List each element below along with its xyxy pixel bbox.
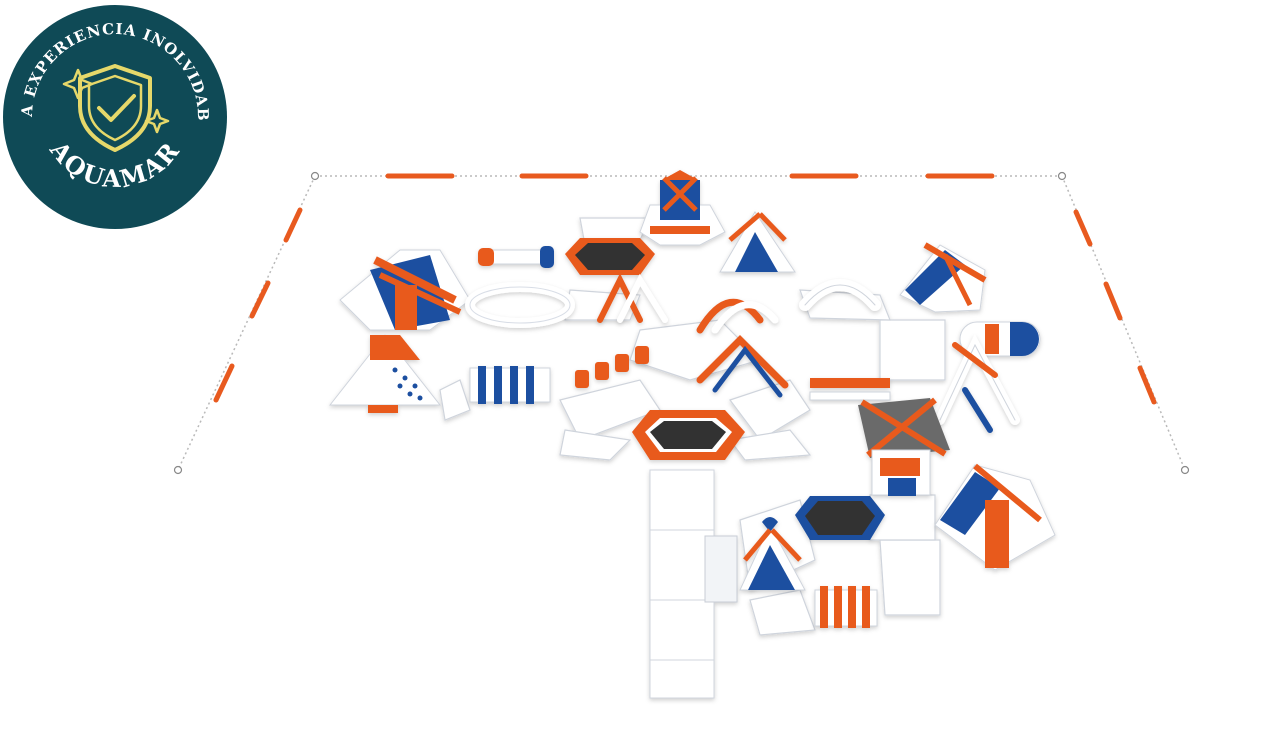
rope-anchor-points bbox=[173, 171, 1190, 475]
trampoline-center bbox=[632, 410, 745, 460]
shield-check-icon bbox=[62, 64, 170, 152]
roller-obstacle-left bbox=[469, 366, 551, 404]
aquamar-badge: UNA EXPERIENCIA INOLVIDABLE AQUAMAR bbox=[0, 0, 228, 230]
swing-frame bbox=[935, 333, 1020, 433]
tower-bottom-center bbox=[739, 517, 806, 591]
arch-obstacles bbox=[597, 273, 881, 398]
trampoline-right bbox=[795, 496, 885, 540]
stepping-path bbox=[575, 346, 649, 388]
balance-beam-right bbox=[809, 378, 891, 401]
walkway-mats bbox=[439, 217, 946, 636]
trampoline-top bbox=[565, 238, 655, 275]
walkway-lane bbox=[649, 469, 738, 699]
climbing-pyramid bbox=[328, 334, 442, 413]
orange-buoys bbox=[213, 173, 1157, 405]
tower-house bbox=[858, 397, 950, 496]
slide-right-top bbox=[899, 242, 987, 313]
boundary-rope bbox=[177, 175, 1186, 471]
fence-obstacle bbox=[814, 586, 878, 628]
arch-tower-top bbox=[719, 211, 796, 273]
slide-right-bottom bbox=[934, 463, 1056, 571]
balance-ring bbox=[465, 246, 575, 328]
slide-tower-left bbox=[339, 249, 471, 331]
tower-top-center bbox=[639, 170, 726, 246]
